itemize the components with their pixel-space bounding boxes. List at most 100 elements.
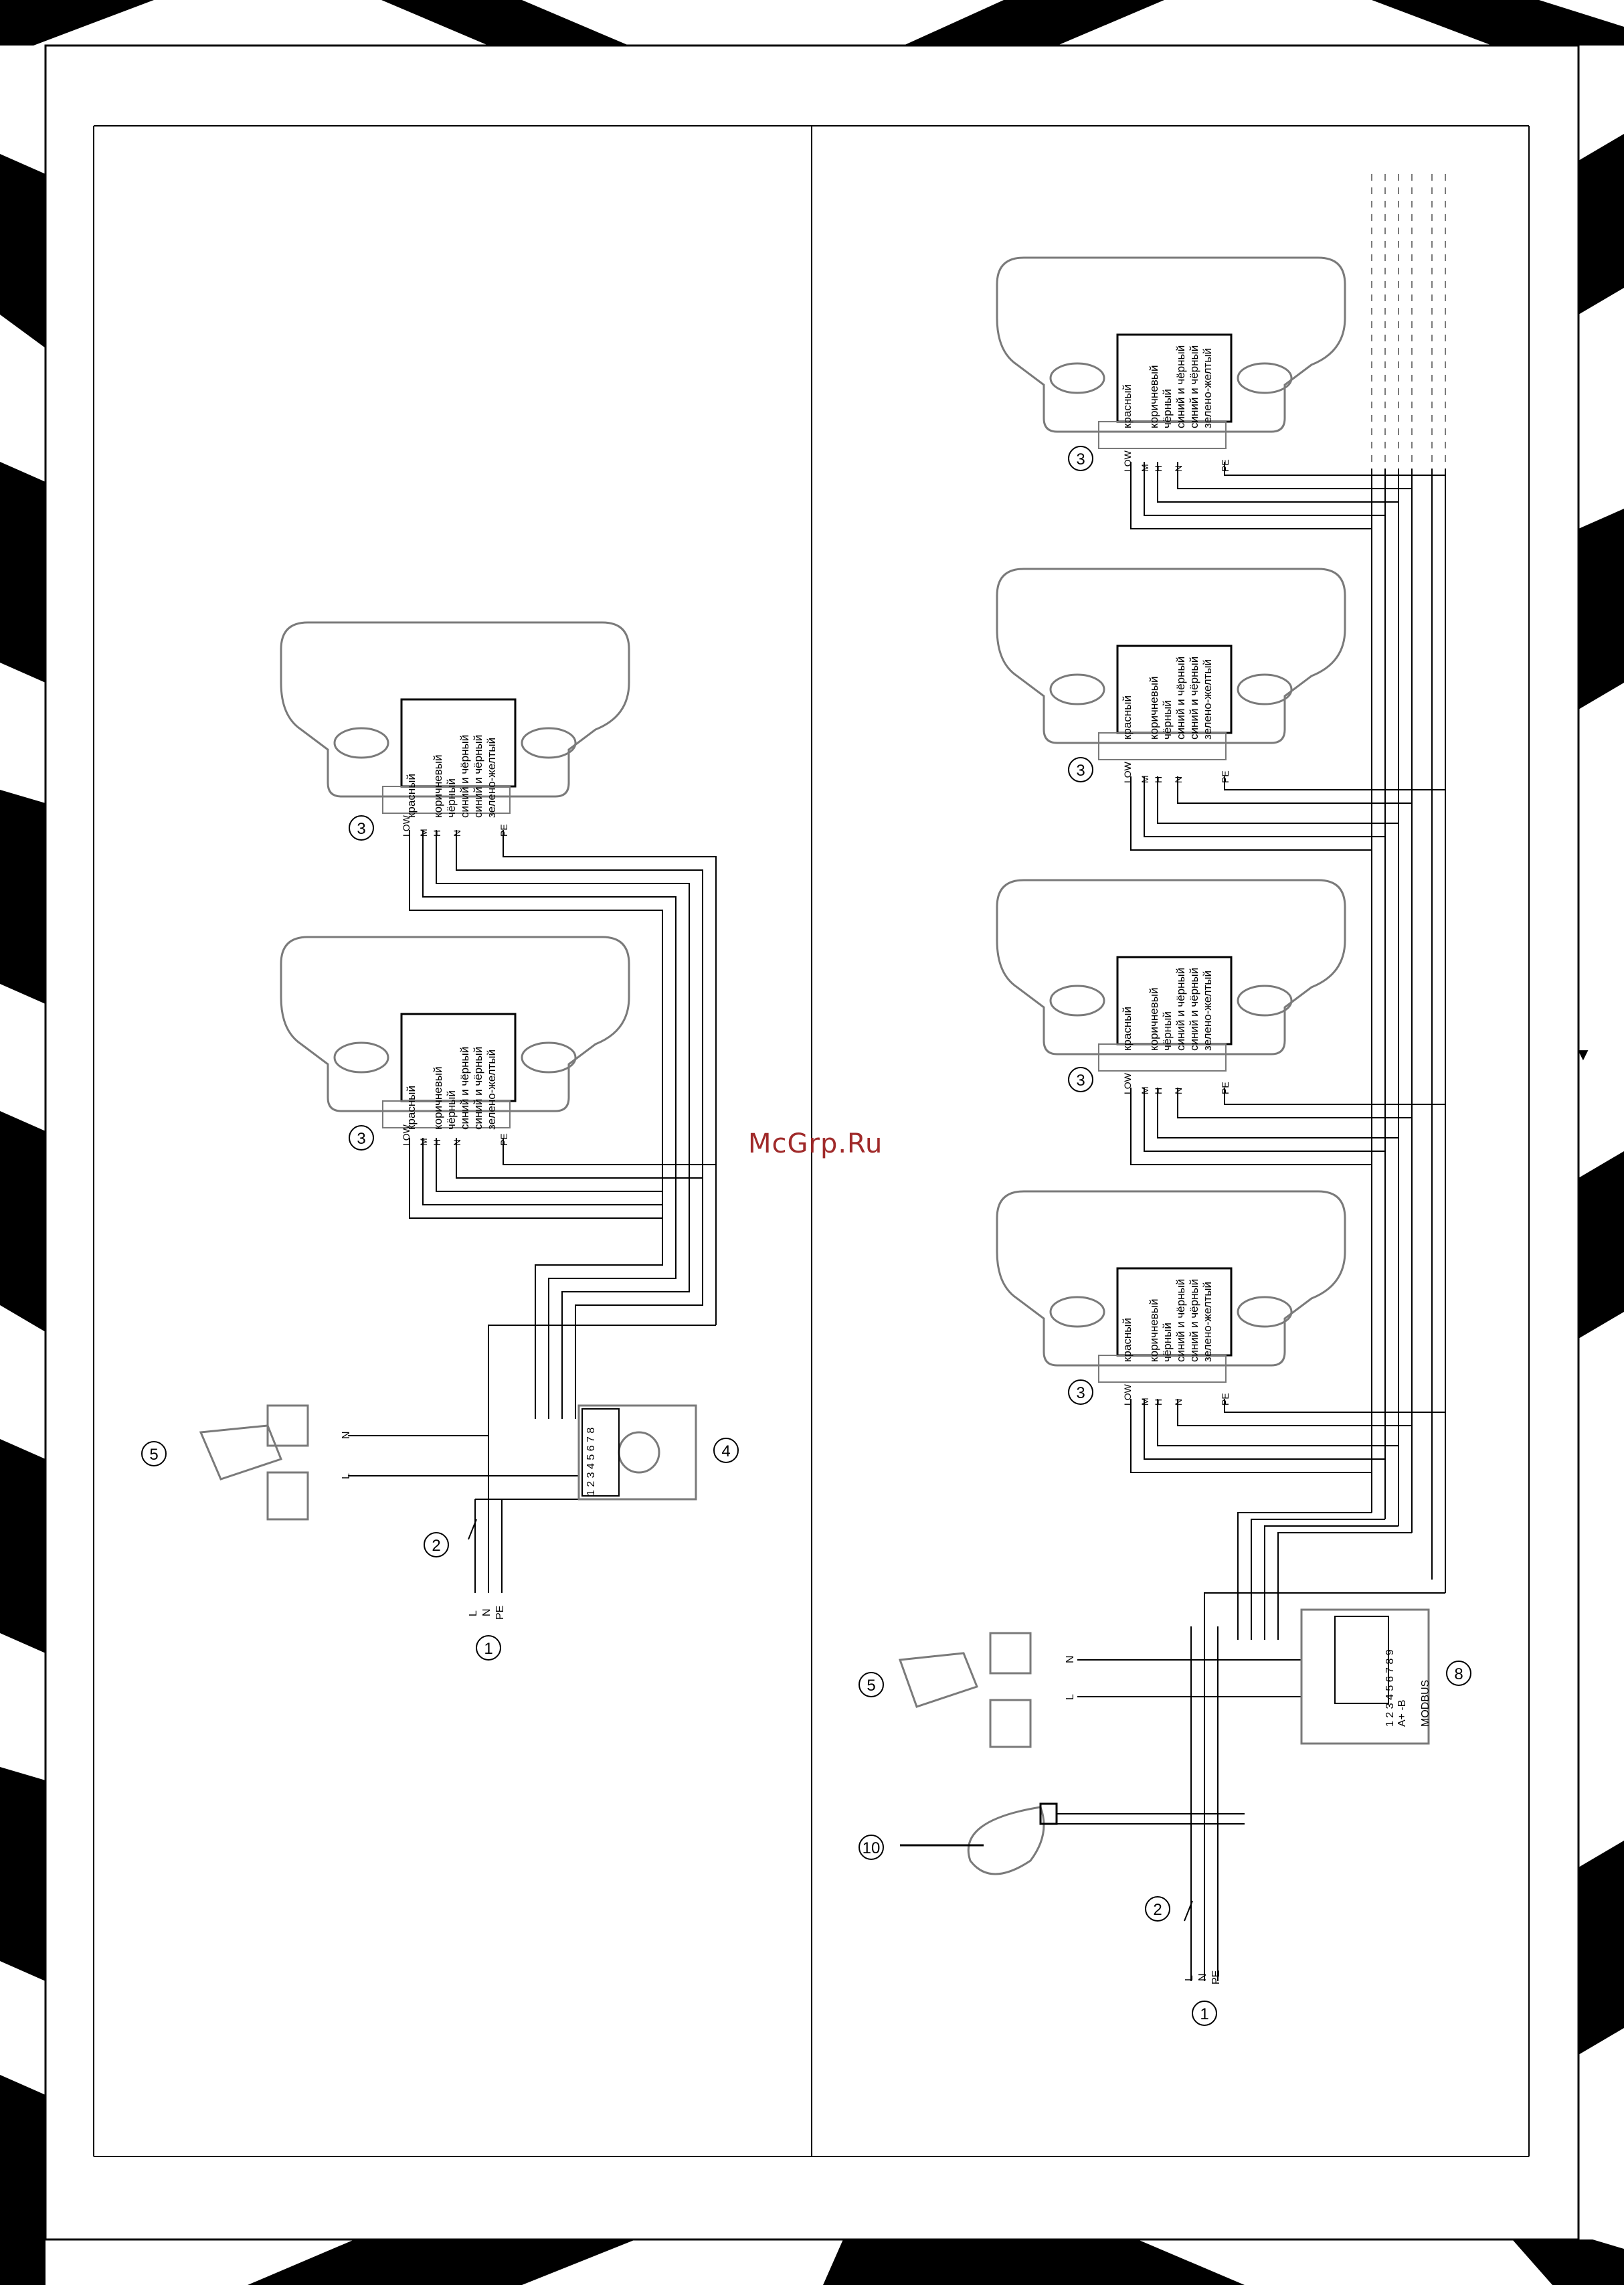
supply-l: L <box>1184 1975 1195 1981</box>
valve-actuator-right <box>898 1632 1032 1748</box>
terminal-m: M <box>1140 775 1150 783</box>
terminal-low: LOW <box>401 815 412 837</box>
callout-sensor: 10 <box>863 1839 881 1857</box>
wire-label-green-yellow: зелено-желтый <box>1201 1282 1214 1362</box>
wire-label-black: чёрный <box>445 1090 458 1130</box>
valve-n: N <box>1065 1655 1076 1663</box>
terminal-low: LOW <box>401 1124 412 1146</box>
wire-label-blue-black-2: синий и чёрный <box>1188 968 1200 1051</box>
wire-label-green-yellow: зелено-желтый <box>485 1049 498 1130</box>
valve-l: L <box>341 1473 352 1479</box>
terminal-h: H <box>1153 776 1164 783</box>
wire-label-green-yellow: зелено-желтый <box>485 738 498 818</box>
wire-label-red: красный <box>1121 384 1134 428</box>
callout-fan-unit-right-2: 3 <box>1076 762 1085 780</box>
wire-label-brown: коричневый <box>1148 1299 1160 1362</box>
terminal-pe: PE <box>499 824 509 837</box>
controller-bus-label: A+ -B <box>1396 1700 1408 1727</box>
terminal-h: H <box>1153 1088 1164 1094</box>
wire-label-blue-black-1: синий и чёрный <box>1174 345 1187 428</box>
supply-l: L <box>468 1610 479 1616</box>
terminal-pe: PE <box>1220 1393 1231 1406</box>
wire-label-red: красный <box>1121 695 1134 740</box>
terminal-m: M <box>1140 1086 1150 1094</box>
terminal-low: LOW <box>1122 1072 1133 1094</box>
wire-label-black: чёрный <box>1161 700 1174 740</box>
wire-label-brown: коричневый <box>432 755 444 818</box>
valve-l: L <box>1065 1694 1076 1700</box>
terminal-pe: PE <box>499 1133 509 1146</box>
wire-label-blue-black-1: синий и чёрный <box>458 1047 471 1130</box>
callout-fan-unit-left-1: 3 <box>357 820 365 838</box>
callout-fan-unit-left-2: 3 <box>357 1130 365 1148</box>
terminal-low: LOW <box>1122 761 1133 783</box>
callout-fan-unit-right-3: 3 <box>1076 1072 1085 1090</box>
callout-valve-right: 5 <box>867 1677 875 1695</box>
valve-actuator-left <box>199 1404 309 1521</box>
wire-label-blue-black-2: синий и чёрный <box>472 1047 484 1130</box>
wire-label-black: чёрный <box>445 778 458 818</box>
wire-label-black: чёрный <box>1161 1323 1174 1362</box>
wire-label-black: чёрный <box>1161 389 1174 428</box>
terminal-n: N <box>452 830 462 837</box>
wire-label-blue-black-2: синий и чёрный <box>1188 657 1200 740</box>
terminal-m: M <box>418 1138 429 1146</box>
wire-label-red: красный <box>405 774 418 818</box>
callout-switch-left: 2 <box>432 1537 440 1555</box>
supply-n: N <box>1197 1973 1208 1981</box>
callout-supply-left: 1 <box>484 1640 492 1658</box>
wire-label-green-yellow: зелено-желтый <box>1201 348 1214 428</box>
callout-supply-right: 1 <box>1200 2005 1208 2023</box>
wire-label-red: красный <box>1121 1007 1134 1051</box>
supply-pe: PE <box>1210 1970 1222 1984</box>
right-bus <box>1057 174 1446 1981</box>
terminal-h: H <box>432 1139 442 1146</box>
valve-n: N <box>341 1431 352 1439</box>
terminal-low: LOW <box>1122 1383 1133 1406</box>
modbus-controller <box>1300 1608 1430 1745</box>
terminal-m: M <box>1140 1398 1150 1406</box>
wire-label-brown: коричневый <box>1148 677 1160 740</box>
watermark: McGrp.Ru <box>748 1128 883 1159</box>
terminal-n: N <box>1173 465 1184 472</box>
wire-label-blue-black-1: синий и чёрный <box>1174 657 1187 740</box>
wire-label-green-yellow: зелено-желтый <box>1201 659 1214 740</box>
terminal-pe: PE <box>1220 770 1231 783</box>
callout-valve-left: 5 <box>149 1446 158 1464</box>
callout-controller: 8 <box>1454 1665 1463 1683</box>
callout-fan-unit-right-1: 3 <box>1076 450 1085 469</box>
wire-label-blue-black-1: синий и чёрный <box>458 735 471 818</box>
thermostat <box>577 1404 697 1501</box>
terminal-n: N <box>1173 776 1184 783</box>
thermostat-terminal-numbers: 1 2 3 4 5 6 7 8 <box>585 1428 597 1496</box>
wire-label-blue-black-2: синий и чёрный <box>472 735 484 818</box>
wire-label-red: красный <box>405 1086 418 1130</box>
wire-label-red: красный <box>1121 1318 1134 1362</box>
nav-marker-icon: ▼ <box>1574 1044 1592 1064</box>
wire-label-brown: коричневый <box>432 1067 444 1130</box>
terminal-h: H <box>432 830 442 837</box>
terminal-m: M <box>1140 464 1150 472</box>
callout-switch-right: 2 <box>1153 1901 1162 1919</box>
terminal-h: H <box>1153 465 1164 472</box>
supply-n: N <box>481 1608 492 1616</box>
terminal-h: H <box>1153 1399 1164 1406</box>
terminal-n: N <box>1173 1399 1184 1406</box>
wire-label-blue-black-1: синий и чёрный <box>1174 1279 1187 1362</box>
wire-label-blue-black-1: синий и чёрный <box>1174 968 1187 1051</box>
terminal-pe: PE <box>1220 1082 1231 1094</box>
controller-label: MODBUS <box>1420 1680 1431 1727</box>
controller-terminal-numbers: 1 2 3 4 5 6 7 8 9 <box>1384 1649 1396 1727</box>
wire-label-black: чёрный <box>1161 1011 1174 1051</box>
terminal-low: LOW <box>1122 450 1133 472</box>
wire-label-brown: коричневый <box>1148 988 1160 1051</box>
terminal-pe: PE <box>1220 459 1231 472</box>
temperature-sensor <box>900 1802 1058 1875</box>
supply-pe: PE <box>494 1606 506 1620</box>
wire-label-green-yellow: зелено-желтый <box>1201 970 1214 1051</box>
left-wiring <box>348 830 717 1593</box>
wire-label-blue-black-2: синий и чёрный <box>1188 345 1200 428</box>
wire-label-blue-black-2: синий и чёрный <box>1188 1279 1200 1362</box>
